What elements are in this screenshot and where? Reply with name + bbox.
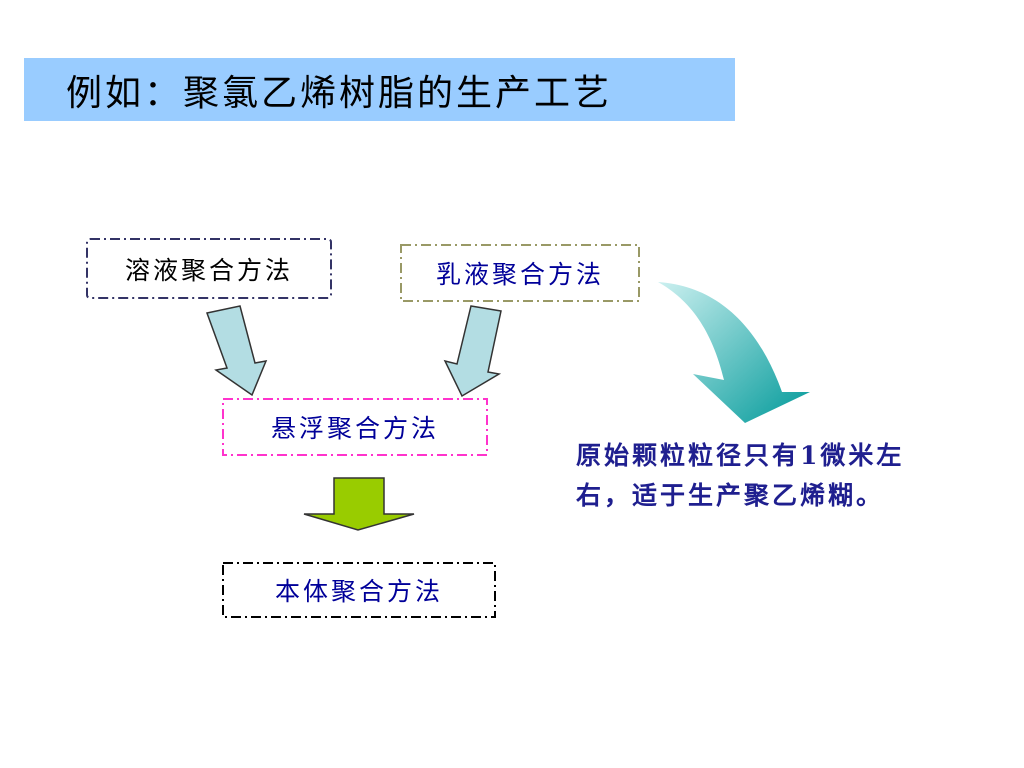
arrow-emulsion-to-note xyxy=(658,282,810,423)
emulsion-polymerization-box: 乳液聚合方法 xyxy=(400,244,640,302)
arrow-emulsion-to-suspension xyxy=(443,305,502,398)
emulsion-polymerization-label: 乳液聚合方法 xyxy=(435,260,604,289)
slide-title: 例如：聚氯乙烯树脂的生产工艺 xyxy=(66,72,613,114)
suspension-polymerization-label: 悬浮聚合方法 xyxy=(270,414,439,443)
solution-polymerization-label: 溶液聚合方法 xyxy=(124,255,293,285)
solution-polymerization-box: 溶液聚合方法 xyxy=(86,238,332,299)
note-line-1: 原始颗粒粒径只有1微米左 xyxy=(576,441,905,470)
box-border xyxy=(400,244,640,302)
bulk-polymerization-box: 本体聚合方法 xyxy=(222,562,496,618)
box-border xyxy=(86,238,332,299)
arrow-suspension-to-bulk xyxy=(303,477,415,531)
title-bar: 例如：聚氯乙烯树脂的生产工艺 xyxy=(24,58,735,121)
note-line-2: 右，适于生产聚乙烯糊。 xyxy=(576,481,885,510)
suspension-polymerization-box: 悬浮聚合方法 xyxy=(222,398,488,456)
emulsion-note: 原始颗粒粒径只有1微米左 右，适于生产聚乙烯糊。 xyxy=(576,436,976,516)
arrow-solution-to-suspension xyxy=(206,305,268,397)
bulk-polymerization-label: 本体聚合方法 xyxy=(274,577,443,606)
box-border xyxy=(222,562,496,618)
